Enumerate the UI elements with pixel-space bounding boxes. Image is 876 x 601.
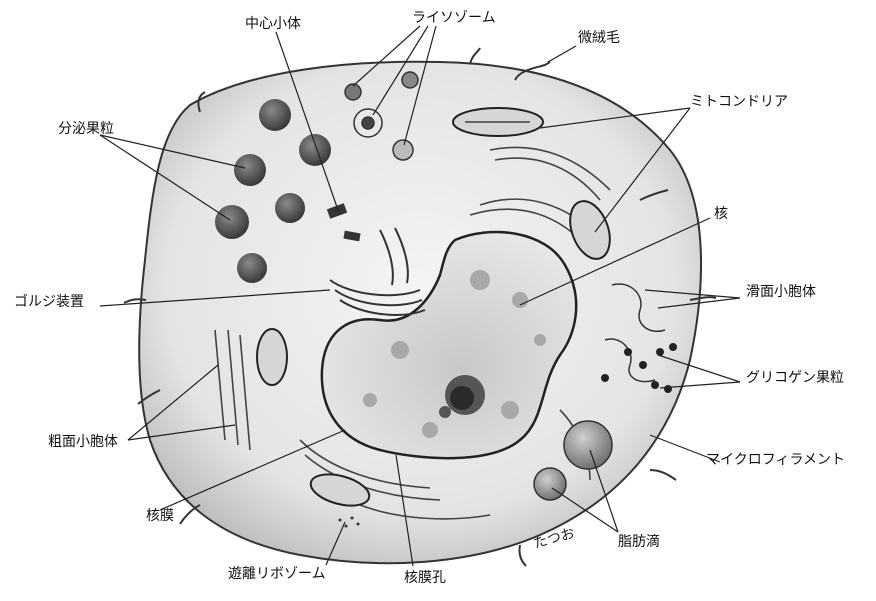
label-microvilli: 微絨毛 [578,30,620,46]
label-nuclear-pore: 核膜孔 [404,570,446,586]
label-lysosome: ライソゾーム [412,10,496,26]
label-nuclear-envelope: 核膜 [146,508,174,524]
label-golgi: ゴルジ装置 [14,294,84,310]
label-smooth-er: 滑面小胞体 [746,284,816,300]
label-microfilament: マイクロフィラメント [706,452,845,468]
label-centrosome: 中心小体 [245,16,301,32]
label-nucleus: 核 [714,206,728,222]
label-lipid-droplet: 脂肪滴 [618,534,660,550]
label-secretory-granules: 分泌果粒 [58,121,114,137]
label-rough-er: 粗面小胞体 [48,434,118,450]
label-free-ribosome: 遊離リボゾーム [228,566,326,582]
label-glycogen: グリコゲン果粒 [746,370,844,386]
label-mitochondria: ミトコンドリア [690,94,788,110]
